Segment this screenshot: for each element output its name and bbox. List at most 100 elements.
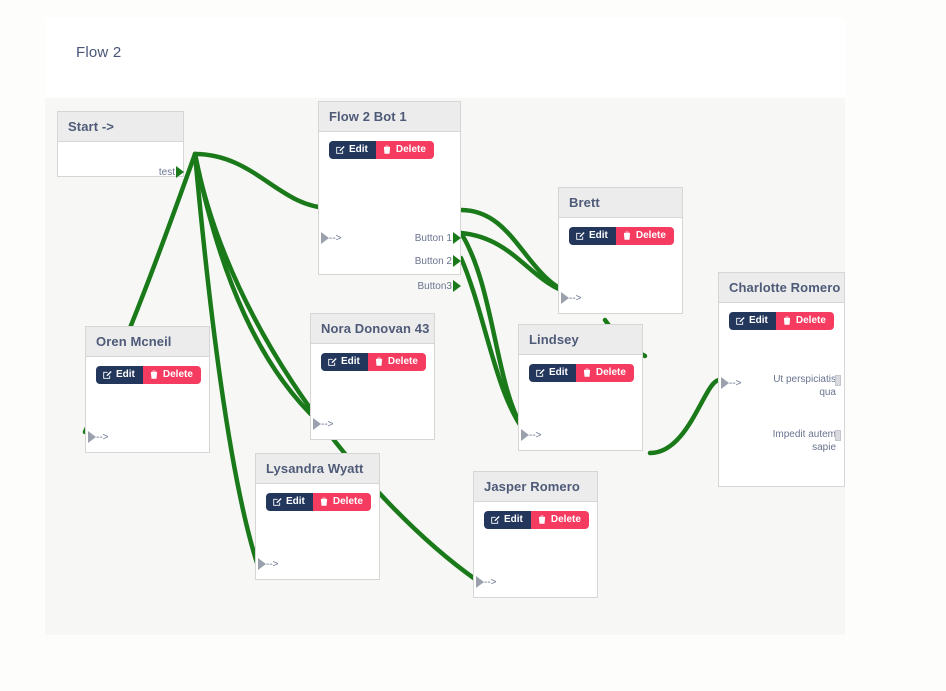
edit-button[interactable]: Edit <box>529 364 576 382</box>
output-port-button-3[interactable]: Button3 <box>417 280 461 292</box>
node-lysandra-wyatt[interactable]: Lysandra Wyatt Edit Delete <box>255 453 380 580</box>
edit-button-label: Edit <box>504 514 523 525</box>
edge-lindsey-to-charlotte <box>647 377 723 456</box>
input-port-label: --> <box>529 430 542 441</box>
output-port-button-1[interactable]: Button 1 <box>415 232 461 244</box>
output-port-label: Button3 <box>417 281 452 292</box>
edit-button[interactable]: Edit <box>321 353 368 371</box>
node-title: Flow 2 Bot 1 <box>319 102 460 132</box>
output-arrow-icon <box>453 280 461 292</box>
input-port-label: --> <box>329 233 342 244</box>
input-port-label: --> <box>484 577 497 588</box>
input-port[interactable]: --> <box>561 292 582 304</box>
delete-button[interactable]: Delete <box>367 353 426 371</box>
pencil-square-icon <box>575 231 585 241</box>
node-title: Brett <box>559 188 682 218</box>
input-port-label: --> <box>569 293 582 304</box>
node-title: Lysandra Wyatt <box>256 454 379 484</box>
edge-start-to-nora <box>192 151 323 426</box>
node-actions: Edit Delete <box>86 357 209 384</box>
node-body: Edit Delete --> Ut perspiciatis qua <box>719 303 844 484</box>
node-title: Charlotte Romero <box>719 273 844 303</box>
input-arrow-icon <box>88 431 96 443</box>
node-body: Edit Delete --> <box>256 484 379 577</box>
delete-button-label: Delete <box>795 315 826 326</box>
input-arrow-icon <box>258 558 266 570</box>
edit-button[interactable]: Edit <box>569 227 616 245</box>
delete-button-label: Delete <box>635 230 666 241</box>
edit-button[interactable]: Edit <box>729 312 776 330</box>
delete-button-label: Delete <box>595 367 626 378</box>
input-arrow-icon <box>721 377 729 389</box>
input-arrow-icon <box>321 232 329 244</box>
input-port-label: --> <box>729 378 742 389</box>
pencil-square-icon <box>272 497 282 507</box>
node-title: Lindsey <box>519 325 642 355</box>
input-port-label: --> <box>96 432 109 443</box>
delete-button[interactable]: Delete <box>375 141 434 159</box>
output-port-ut-perspiciatis-qua[interactable]: Ut perspiciatis qua <box>766 373 841 399</box>
flow-header-panel: Flow 2 <box>45 18 845 98</box>
input-port[interactable]: --> <box>521 429 542 441</box>
edit-button[interactable]: Edit <box>266 493 313 511</box>
trash-icon <box>319 497 329 507</box>
input-port[interactable]: --> <box>313 418 334 430</box>
delete-button[interactable]: Delete <box>775 312 834 330</box>
pencil-square-icon <box>327 357 337 367</box>
flow-canvas[interactable]: Start -> test Flow 2 Bot 1 Edit <box>45 98 845 635</box>
input-port[interactable]: --> <box>88 431 109 443</box>
delete-button[interactable]: Delete <box>615 227 674 245</box>
delete-button[interactable]: Delete <box>575 364 634 382</box>
output-port-test[interactable]: test <box>159 166 184 178</box>
node-body: Edit Delete --> <box>559 218 682 311</box>
edit-button-label: Edit <box>286 496 305 507</box>
output-arrow-icon <box>453 255 461 267</box>
edit-button-label: Edit <box>341 356 360 367</box>
node-nora-donovan-43[interactable]: Nora Donovan 43 Edit Delete <box>310 313 435 440</box>
node-actions: Edit Delete <box>311 344 434 371</box>
input-port[interactable]: --> <box>321 232 342 244</box>
trash-icon <box>537 515 547 525</box>
output-port-impedit-autem-sapie[interactable]: Impedit autem sapie <box>766 428 841 454</box>
node-body: Edit Delete --> Button 1 <box>319 132 461 292</box>
output-connector-handle[interactable] <box>835 430 841 441</box>
node-start[interactable]: Start -> test <box>57 111 184 178</box>
node-jasper-romero[interactable]: Jasper Romero Edit Delete <box>473 471 598 598</box>
trash-icon <box>782 316 792 326</box>
input-port[interactable]: --> <box>721 377 742 389</box>
input-port[interactable]: --> <box>476 576 497 588</box>
node-body: Edit Delete --> <box>86 357 209 450</box>
node-brett[interactable]: Brett Edit Delete <box>558 187 683 314</box>
node-title: Start -> <box>58 112 183 142</box>
output-port-label: Button 2 <box>414 256 452 267</box>
edit-button[interactable]: Edit <box>484 511 531 529</box>
node-oren-mcneil[interactable]: Oren Mcneil Edit Delete <box>85 326 210 453</box>
edit-button[interactable]: Edit <box>96 366 143 384</box>
pencil-square-icon <box>490 515 500 525</box>
edge-button2-to-lindsey <box>458 230 528 435</box>
pencil-square-icon <box>735 316 745 326</box>
node-lindsey[interactable]: Lindsey Edit Delete <box>518 324 643 451</box>
delete-button[interactable]: Delete <box>530 511 589 529</box>
node-title: Oren Mcneil <box>86 327 209 357</box>
edge-button3-to-lindsey <box>458 255 528 435</box>
node-charlotte-romero[interactable]: Charlotte Romero Edit Delete <box>718 272 845 487</box>
delete-button[interactable]: Delete <box>312 493 371 511</box>
pencil-square-icon <box>102 370 112 380</box>
edit-button-label: Edit <box>349 144 368 155</box>
edit-button[interactable]: Edit <box>329 141 376 159</box>
edit-button-label: Edit <box>549 367 568 378</box>
input-port[interactable]: --> <box>258 558 279 570</box>
input-port-label: --> <box>266 559 279 570</box>
trash-icon <box>149 370 159 380</box>
node-body: Edit Delete --> <box>474 502 597 595</box>
delete-button-label: Delete <box>162 369 193 380</box>
delete-button[interactable]: Delete <box>142 366 201 384</box>
delete-button-label: Delete <box>387 356 418 367</box>
node-actions: Edit Delete <box>719 303 844 330</box>
node-actions: Edit Delete <box>559 218 682 245</box>
output-connector-handle[interactable] <box>835 375 841 386</box>
output-port-button-2[interactable]: Button 2 <box>414 255 461 267</box>
node-flow-2-bot-1[interactable]: Flow 2 Bot 1 Edit Delete <box>318 101 461 292</box>
node-actions: Edit Delete <box>319 132 460 159</box>
